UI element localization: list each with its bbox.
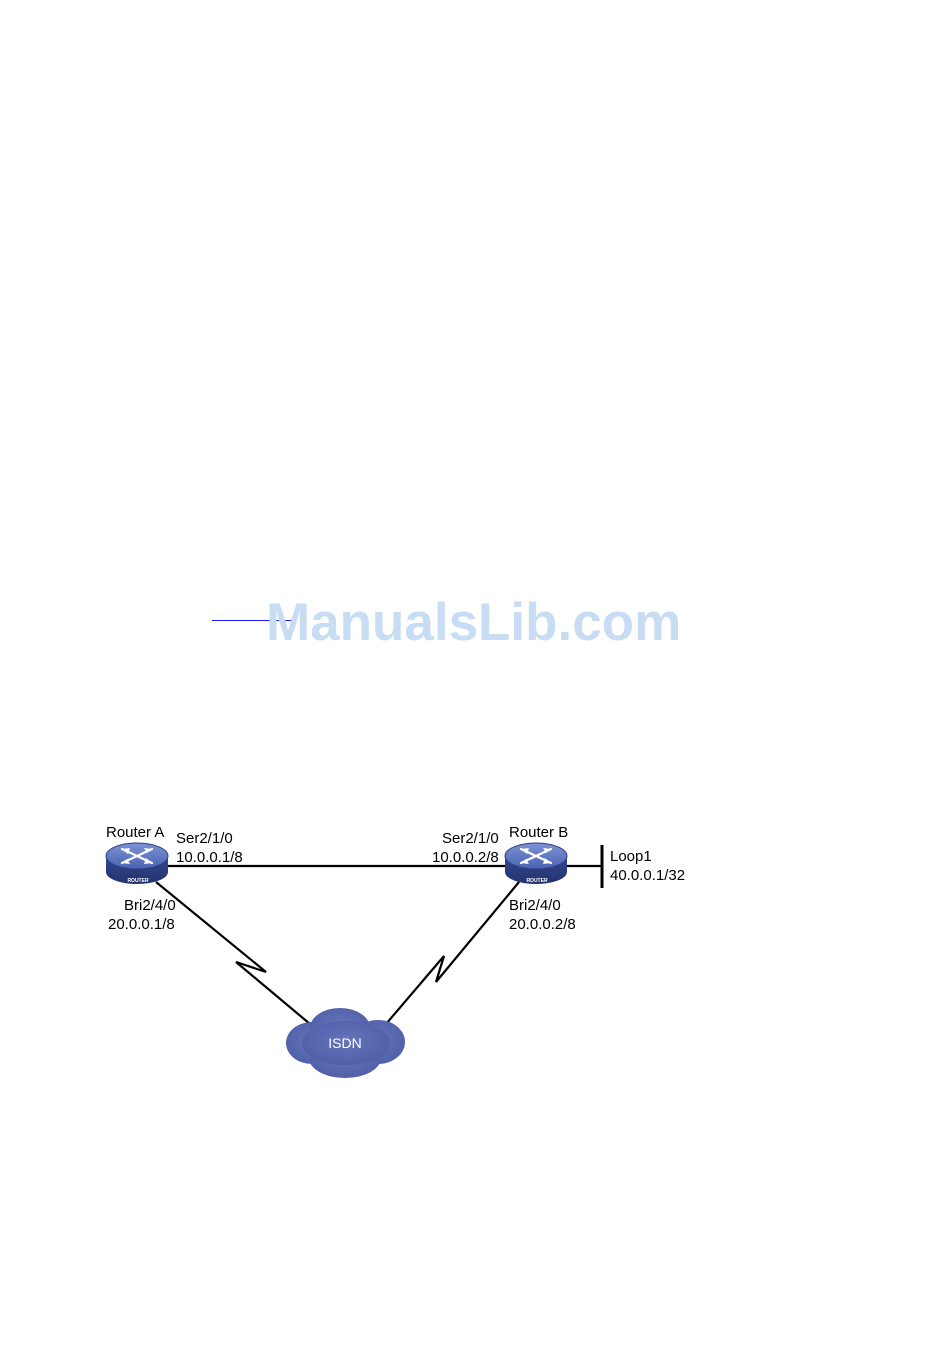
router-a-device-label: ROUTER — [127, 878, 149, 884]
isdn-link-a — [156, 882, 310, 1024]
router-b-bri-ip: 20.0.0.2/8 — [509, 916, 576, 933]
router-b-name: Router B — [509, 824, 568, 841]
router-a-bri-iface: Bri2/4/0 — [124, 897, 176, 914]
router-a-ser-iface: Ser2/1/0 — [176, 830, 233, 847]
router-a-name: Router A — [106, 824, 164, 841]
router-b-bri-iface: Bri2/4/0 — [509, 897, 561, 914]
router-b-ser-iface: Ser2/1/0 — [442, 830, 499, 847]
isdn-cloud-label: ISDN — [328, 1035, 361, 1051]
router-a-ser-ip: 10.0.0.1/8 — [176, 849, 243, 866]
router-a-bri-ip: 20.0.0.1/8 — [108, 916, 175, 933]
loopback-ip: 40.0.0.1/32 — [610, 867, 685, 884]
loopback-name: Loop1 — [610, 848, 652, 865]
isdn-link-b — [386, 882, 519, 1024]
router-b-device-label: ROUTER — [526, 878, 548, 884]
router-b-ser-ip: 10.0.0.2/8 — [432, 849, 499, 866]
